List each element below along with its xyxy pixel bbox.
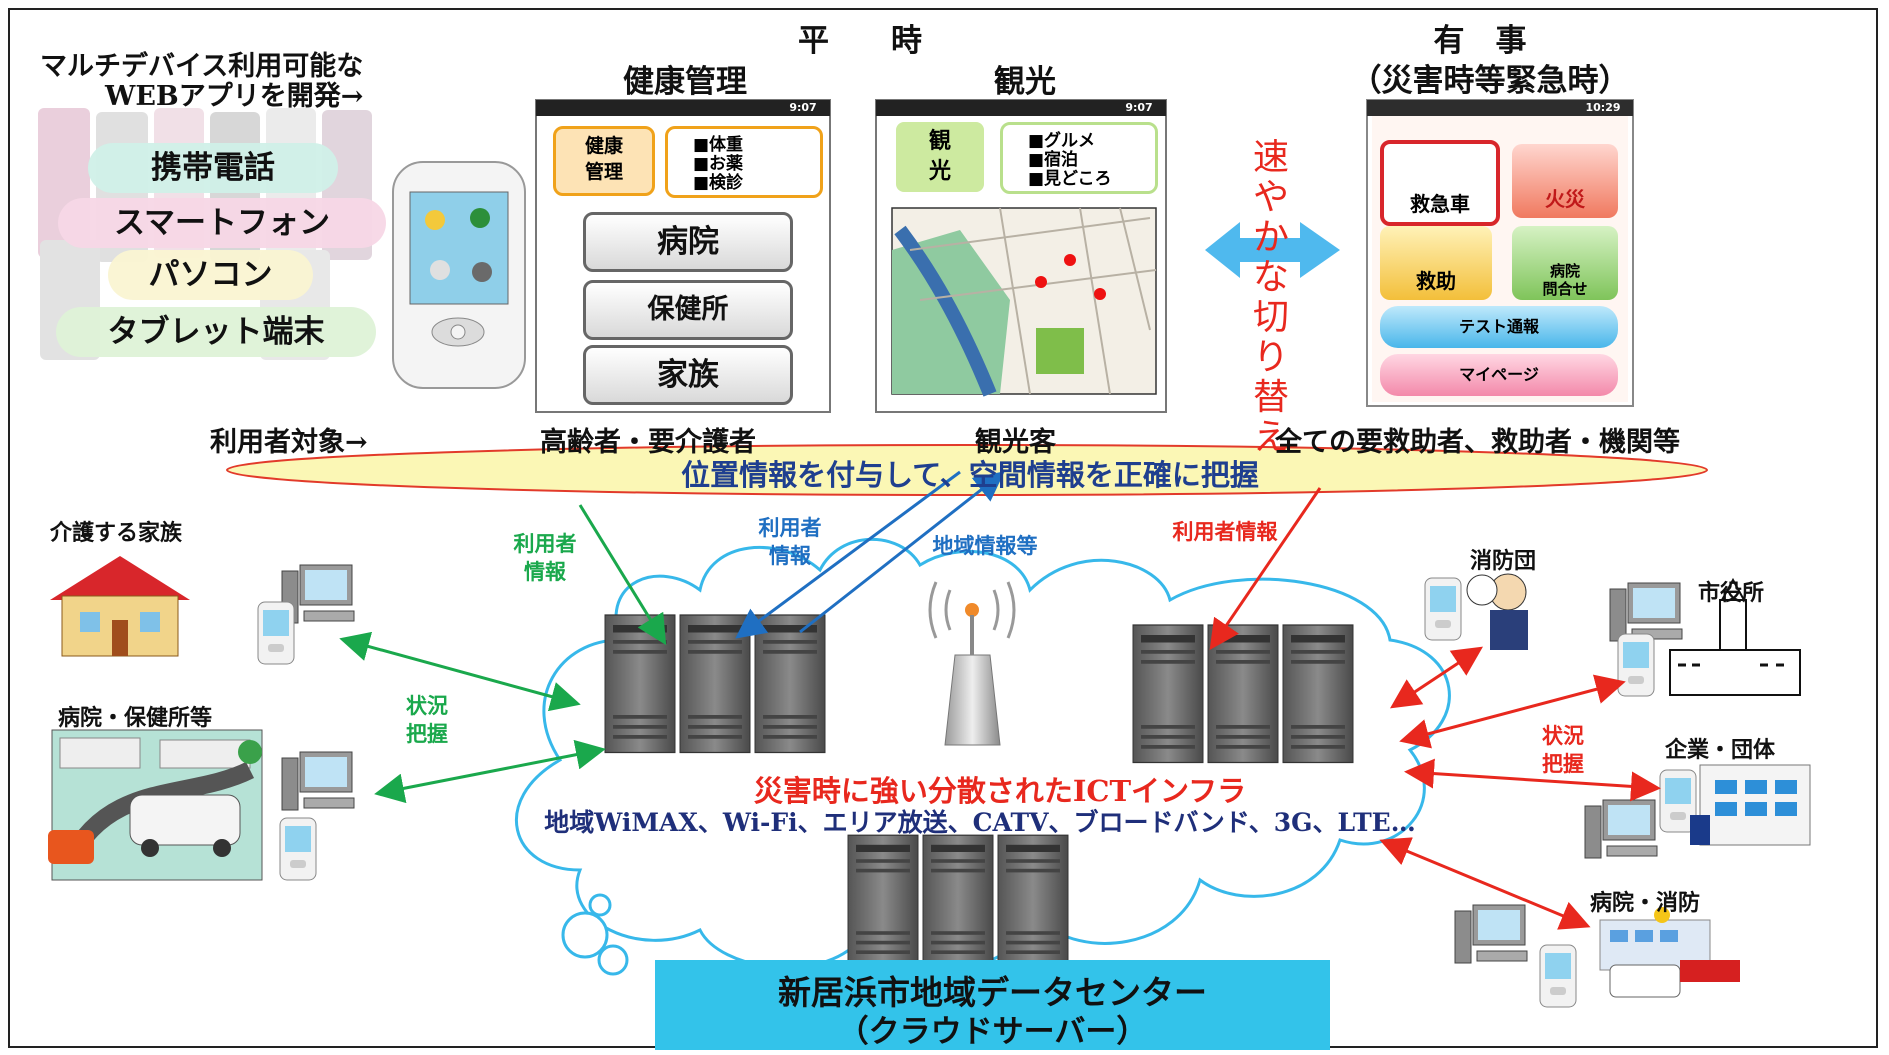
target-prefix: 利用者対象→ [210,427,368,458]
health-list-box [665,126,823,198]
health-list-item-medicine: ■お薬 [693,154,744,174]
green-status-label: 状況 把握 [406,694,448,746]
red-status-label: 状況 把握 [1542,724,1584,776]
city-hall-building-image [1669,577,1801,696]
business-building-image [1690,764,1811,846]
city-hall-handset-icon [1617,633,1655,697]
header-emergency: 有 事 [1433,23,1527,59]
hospital-label: 病院・保健所等 [58,705,213,731]
server-rack-bottom [847,834,1069,968]
tourism-title: 観光 [994,64,1056,100]
my-page-button[interactable]: マイページ [1380,354,1618,396]
switch-double-arrow [1205,222,1340,278]
health-status-time: 9:07 [789,101,817,114]
blue-user-info-label: 利用者 情報 [758,516,822,568]
fire-corps-handset-icon [1424,577,1462,641]
tourism-list-box [1000,122,1158,194]
hospital-button[interactable]: 病院 [583,212,793,272]
tourism-tag: 観 光 [896,122,984,192]
device-intro-line2: WEBアプリを開発→ [105,81,364,112]
health-list-item-checkup: ■検診 [693,173,744,193]
health-center-button[interactable]: 保健所 [583,280,793,340]
server-rack-right [1132,624,1354,764]
device-pill-pc: パソコン [108,250,313,300]
health-title: 健康管理 [623,64,747,100]
hospital-fire-label: 病院・消防 [1590,890,1701,916]
hospital-health-center-image [48,729,263,881]
test-report-button[interactable]: テスト通報 [1380,306,1618,348]
business-label: 企業・団体 [1665,737,1776,763]
family-label: 介護する家族 [50,520,183,546]
tourism-map [891,207,1157,397]
green-user-info-label: 利用者 情報 [513,532,577,584]
networks-label: 地域WiMAX、Wi-Fi、エリア放送、CATV、ブロードバンド、3G、LTE… [544,808,1416,837]
target-tourists: 観光客 [975,427,1056,458]
device-pill-tablet: タブレット端末 [56,307,376,357]
business-pc-icon [1584,799,1658,859]
location-ellipse [226,444,1708,496]
rescue-tile[interactable]: 救助 [1380,226,1492,300]
city-hall-pc-icon [1609,582,1683,642]
fire-corps-label: 消防団 [1470,548,1537,574]
target-elderly: 高齢者・要介護者 [540,427,756,458]
red-flow-arrows [1209,487,1661,930]
city-hall-label: 市役所 [1698,580,1765,606]
header-normal-time: 平 時 [798,23,922,59]
device-pill-smartphone: スマートフォン [58,198,386,248]
datacenter-line1: 新居浜市地域データセンター [778,973,1207,1012]
hospital-fire-handset-icon [1539,944,1577,1008]
health-list-item-weight: ■体重 [693,135,744,155]
family-handset-icon [257,601,295,665]
server-rack-left [604,614,826,754]
hospital-fire-pc-icon [1454,904,1528,964]
antenna-tower [928,581,1016,746]
switch-label: 速やかな切り替え [1252,137,1289,458]
blue-flow-arrows [735,470,1005,639]
ict-infra-label: 災害時に強い分散されたICTインフラ [753,774,1247,808]
green-flow-arrows [339,504,667,804]
hospital-handset-icon [279,817,317,881]
white-smartphone-image [392,161,526,389]
health-tag: 健康 管理 [553,126,655,196]
ellipse-label: 位置情報を付与して、空間情報を正確に把握 [681,458,1259,492]
red-user-info-label: 利用者情報 [1172,520,1278,544]
fire-corps-person-image [1466,573,1528,650]
tourism-list-item-lodging: ■宿泊 [1028,150,1079,170]
tourism-list-item-gourmet: ■グルメ [1028,131,1096,151]
target-all-rescue: 全ての要救助者、救助者・機関等 [1275,427,1680,458]
hospital-inquiry-tile[interactable]: 病院 問合せ [1512,226,1618,300]
fire-tile[interactable]: 火災 [1512,144,1618,218]
ambulance-tile[interactable]: 救急車 [1380,140,1500,226]
hospital-fire-building-image [1599,907,1740,998]
family-house-image [50,556,190,657]
family-button[interactable]: 家族 [583,345,793,405]
header-emergency-subtitle: （災害時等緊急時） [1350,63,1630,99]
regional-info-label: 地域情報等 [932,534,1038,558]
datacenter-line2: （クラウドサーバー） [837,1014,1148,1050]
device-intro-line1: マルチデバイス利用可能な [40,51,364,82]
datacenter-box [655,960,1330,1050]
emergency-status-time: 10:29 [1585,101,1621,114]
device-pill-mobile: 携帯電話 [88,143,338,193]
tourism-list-item-sights: ■見どころ [1028,169,1112,189]
tourism-status-time: 9:07 [1125,101,1153,114]
hospital-pc-icon [281,751,355,811]
